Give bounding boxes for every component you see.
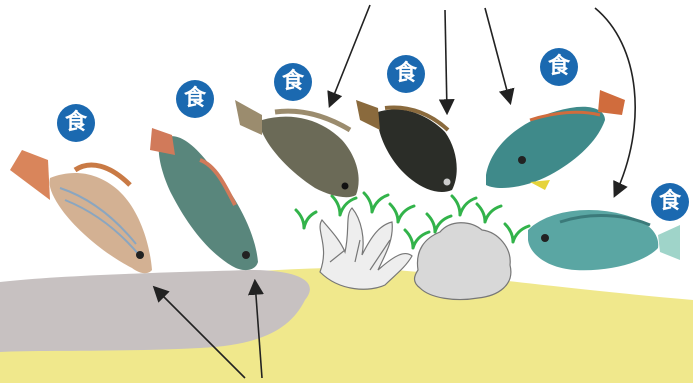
eat-badge-1: 食 xyxy=(57,104,95,142)
fish-2 xyxy=(150,128,258,270)
eat-badge-2: 食 xyxy=(176,80,214,118)
feeding-arrows xyxy=(330,5,635,195)
arrow-to-fish-3 xyxy=(330,5,370,105)
fish-3 xyxy=(235,100,359,197)
eat-badge-5: 食 xyxy=(540,48,578,86)
fish-5 xyxy=(486,90,625,190)
eat-badge-4: 食 xyxy=(387,55,425,93)
fish-4 xyxy=(356,100,457,192)
eat-badge-6: 食 xyxy=(651,183,689,221)
fish-1 xyxy=(10,150,152,273)
arrow-to-fish-4 xyxy=(445,10,447,112)
eat-badge-3: 食 xyxy=(274,63,312,101)
arrow-to-fish-5 xyxy=(485,8,510,102)
fish-6 xyxy=(528,210,680,270)
boulder-coral xyxy=(415,223,511,300)
